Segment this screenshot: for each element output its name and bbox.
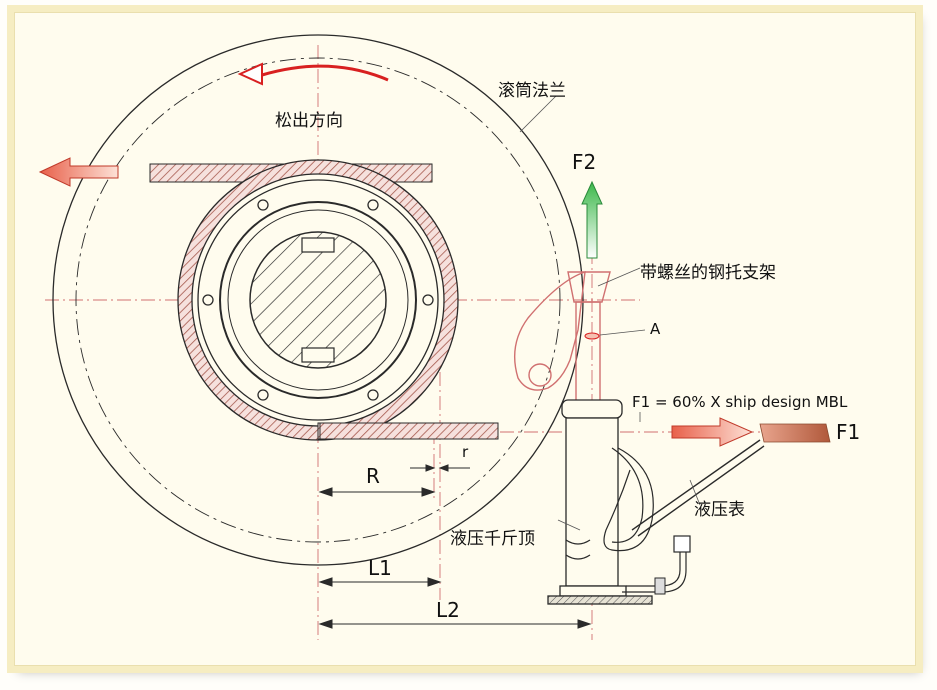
- flange-dash-circle: [75, 57, 561, 543]
- diagram-frame: [14, 12, 916, 666]
- f2-arrow: [581, 180, 603, 259]
- label-f1: F1: [836, 420, 861, 444]
- label-flange: 滚筒法兰: [498, 81, 566, 101]
- label-pressure-gauge: 液压表: [694, 500, 745, 520]
- label-r-big: R: [366, 464, 380, 488]
- label-r-small: r: [462, 443, 469, 461]
- drum-flange: [52, 34, 584, 566]
- bolt-holes: [202, 199, 434, 401]
- label-hydraulic-jack: 液压千斤顶: [450, 529, 535, 549]
- payout-arrowhead: [237, 62, 263, 86]
- f1-rope-end: [759, 423, 831, 443]
- label-bracket: 带螺丝的钢托支架: [640, 263, 776, 283]
- point-a-marker: [584, 332, 600, 340]
- label-point-a: A: [650, 320, 661, 338]
- label-l2: L2: [436, 598, 460, 622]
- shaft-key-bottom: [301, 347, 335, 363]
- hydraulic-jack: [547, 399, 653, 605]
- drum-shaft: [249, 231, 387, 369]
- label-f1-formula: F1 = 60% X ship design MBL: [632, 393, 848, 411]
- label-f2: F2: [572, 150, 597, 174]
- dimension-lines: [318, 464, 592, 629]
- jack-lever: [631, 439, 761, 531]
- rope-bottom: [317, 422, 499, 440]
- shaft-key-top: [301, 237, 335, 253]
- left-pull-arrow: [38, 157, 119, 187]
- label-payout-direction: 松出方向: [275, 111, 343, 131]
- label-l1: L1: [368, 556, 392, 580]
- f1-arrow: [671, 417, 754, 447]
- gauge-fitting: [654, 577, 666, 595]
- gauge-body: [673, 535, 691, 553]
- payout-direction-arrow: [261, 64, 389, 82]
